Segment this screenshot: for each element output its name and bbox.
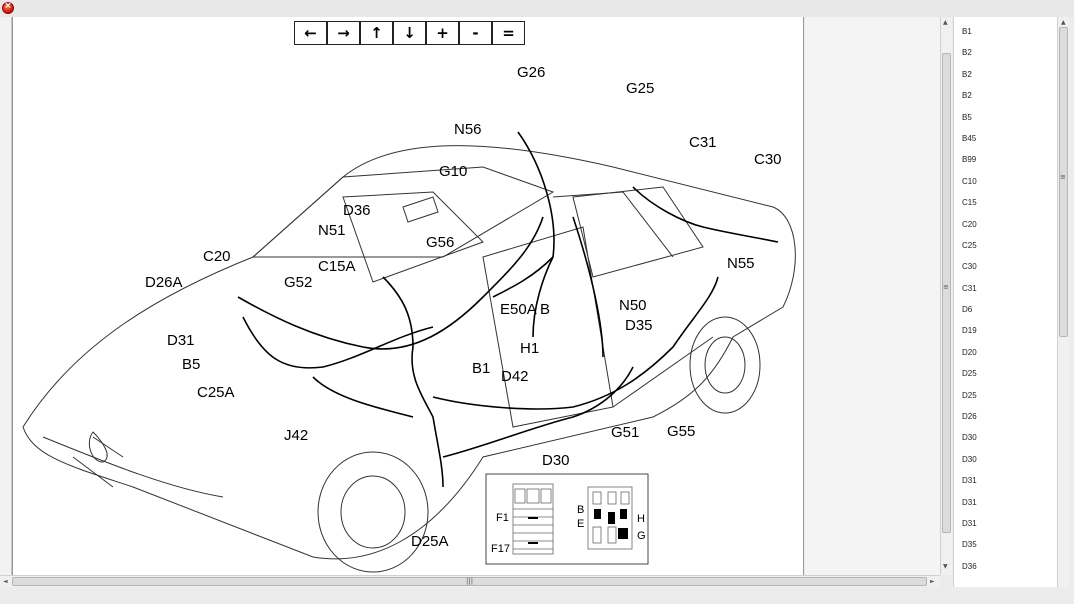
left-ruler	[0, 17, 12, 575]
list-item[interactable]: D6	[962, 305, 973, 315]
list-item[interactable]: C30	[962, 262, 977, 272]
label-g25: G25	[626, 80, 654, 97]
inset-label-b: B	[577, 504, 584, 516]
label-b5: B5	[182, 356, 200, 373]
pan-left-button[interactable]: ←	[294, 21, 327, 45]
list-item[interactable]: C31	[962, 283, 977, 293]
diagram-vertical-scrollbar[interactable]: ▲ ≡ ▼	[940, 17, 952, 575]
list-item[interactable]: B2	[962, 91, 972, 101]
label-b1: B1	[472, 360, 490, 377]
empty-area	[805, 17, 940, 575]
inset-label-e: E	[577, 518, 584, 530]
list-item[interactable]: D36	[962, 561, 977, 571]
scroll-thumb[interactable]	[12, 577, 927, 586]
nav-toolbar: ←→↑↓+-=	[294, 21, 525, 45]
list-item[interactable]: D30	[962, 433, 977, 443]
label-g51: G51	[611, 424, 639, 441]
list-item[interactable]: D26	[962, 412, 977, 422]
label-d26a: D26A	[145, 274, 183, 291]
close-glyph: ×	[4, 1, 12, 11]
label-d35: D35	[625, 317, 653, 334]
list-item[interactable]: D35	[962, 540, 977, 550]
list-item[interactable]: B1	[962, 27, 972, 36]
list-item[interactable]: D25	[962, 369, 977, 379]
zoom-out-button[interactable]: -	[459, 21, 492, 45]
label-n50: N50	[619, 297, 647, 314]
scroll-left-icon[interactable]: ◄	[3, 578, 8, 585]
label-d36: D36	[343, 202, 371, 219]
label-n56: N56	[454, 121, 482, 138]
status-bar	[0, 587, 1074, 604]
label-g55: G55	[667, 423, 695, 440]
zoom-in-button[interactable]: +	[426, 21, 459, 45]
list-item[interactable]: C15	[962, 198, 977, 208]
pan-right-button[interactable]: →	[327, 21, 360, 45]
close-icon[interactable]: ×	[2, 1, 14, 14]
list-item[interactable]: D19	[962, 326, 977, 336]
pan-up-button[interactable]: ↑	[360, 21, 393, 45]
pan-down-button[interactable]: ↓	[393, 21, 426, 45]
scroll-right-icon[interactable]: ►	[930, 578, 935, 585]
scroll-down-icon[interactable]: ▼	[943, 563, 948, 570]
inset-label-g: G	[637, 530, 646, 542]
list-item[interactable]: C25	[962, 240, 977, 250]
list-item[interactable]: C20	[962, 219, 977, 229]
grip-icon: ≡	[943, 283, 949, 291]
wiring-diagram[interactable]: G26 G25 N56 C31 C30 G10 D36 N51 G56 C20 …	[13, 17, 803, 575]
label-n55: N55	[727, 255, 755, 272]
list-item[interactable]: C10	[962, 176, 977, 186]
label-n51: N51	[318, 222, 346, 239]
scroll-up-icon[interactable]: ▲	[1061, 19, 1066, 26]
label-d42: D42	[501, 368, 529, 385]
grip-icon: ≡	[1060, 173, 1066, 181]
list-item[interactable]: D20	[962, 347, 977, 357]
list-item[interactable]: B2	[962, 69, 972, 79]
title-bar: ×	[0, 0, 1074, 17]
list-item[interactable]: D25	[962, 390, 977, 400]
label-c30: C30	[754, 151, 782, 168]
list-vertical-scrollbar[interactable]: ▲ ≡	[1057, 17, 1069, 587]
label-g52: G52	[284, 274, 312, 291]
list-item[interactable]: D31	[962, 476, 977, 486]
label-c31: C31	[689, 134, 717, 151]
scroll-up-icon[interactable]: ▲	[943, 19, 948, 26]
label-d30: D30	[542, 452, 570, 469]
label-j42: J42	[284, 427, 308, 444]
list-item[interactable]: B2	[962, 48, 972, 58]
label-c20: C20	[203, 248, 231, 265]
inset-label-h: H	[637, 513, 645, 525]
list-item[interactable]: D30	[962, 454, 977, 464]
label-d31: D31	[167, 332, 195, 349]
zoom-reset-button[interactable]: =	[492, 21, 525, 45]
label-h1: H1	[520, 340, 539, 357]
list-item[interactable]: D31	[962, 497, 977, 507]
list-item[interactable]: D31	[962, 518, 977, 528]
label-d25a: D25A	[411, 533, 449, 550]
scroll-thumb[interactable]	[1059, 27, 1068, 337]
inset-label-f1: F1	[496, 512, 509, 524]
label-g26: G26	[517, 64, 545, 81]
label-e50ab: E50A B	[500, 301, 550, 318]
label-c15a: C15A	[318, 258, 356, 275]
diagram-horizontal-scrollbar[interactable]: ◄ ||| ►	[0, 575, 940, 587]
label-c25a: C25A	[197, 384, 235, 401]
inset-label-f17: F17	[491, 543, 510, 555]
list-item[interactable]: B99	[962, 155, 977, 165]
diagram-canvas[interactable]: G26 G25 N56 C31 C30 G10 D36 N51 G56 C20 …	[12, 17, 804, 575]
scroll-thumb[interactable]	[942, 53, 951, 533]
list-item[interactable]: B45	[962, 133, 977, 143]
label-g10: G10	[439, 163, 467, 180]
list-item[interactable]: B5	[962, 112, 972, 122]
grip-icon: |||	[466, 577, 474, 585]
label-g56: G56	[426, 234, 454, 251]
